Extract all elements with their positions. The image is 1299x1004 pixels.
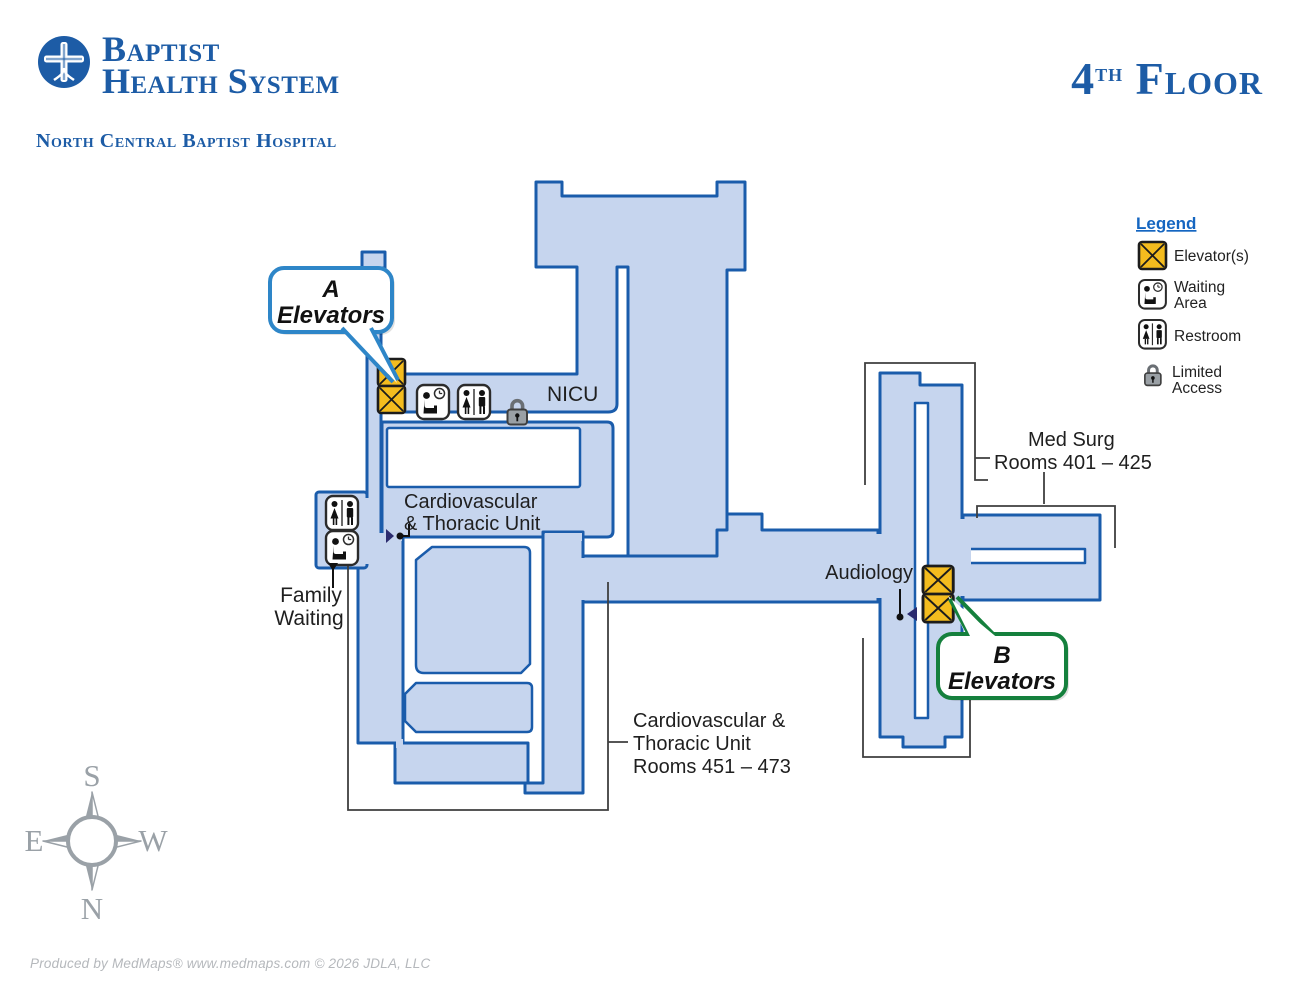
cross-corridor-slot — [913, 401, 930, 720]
legend-restroom-icon — [1137, 318, 1167, 350]
legend-lock-icon — [1143, 364, 1163, 387]
hospital-subtitle: North Central Baptist Hospital — [36, 130, 337, 152]
ring-right-corridor — [523, 530, 585, 795]
floor-suffix: th — [1095, 59, 1124, 88]
legend-elevator-icon — [1137, 240, 1168, 271]
label-family-line1: Family — [280, 584, 342, 607]
middle-horizontal-corridor — [581, 512, 880, 604]
label-family-line2: Waiting — [274, 607, 343, 630]
label-medsurg-line1: Med Surg — [1028, 429, 1115, 451]
label-cardio-line2: & Thoracic Unit — [404, 513, 541, 535]
brand-line2: Health System — [102, 60, 340, 101]
med-surg-upper-boundary — [864, 362, 990, 485]
callout-b-elevators: B Elevators — [936, 595, 1069, 701]
footer-credit: Produced by MedMaps® www.medmaps.com © 2… — [30, 956, 431, 971]
ring-bottom-band — [393, 741, 530, 785]
compass-south: S — [83, 758, 100, 793]
rooms-451-473-boundary — [347, 565, 628, 811]
label-cardio-line1: Cardiovascular — [404, 491, 538, 513]
waiting-area-icon — [415, 383, 451, 421]
inner-room-small — [403, 681, 534, 734]
floor-number: 4 — [1071, 53, 1096, 104]
compass-rose: S N E W — [25, 758, 169, 926]
legend-elevator-label: Elevator(s) — [1174, 248, 1249, 265]
floor-title: 4th Floor — [1071, 52, 1263, 105]
label-rooms-line1: Cardiovascular & — [633, 710, 786, 732]
baptist-logo-icon — [38, 36, 90, 88]
legend-restroom-label: Restroom — [1174, 328, 1241, 345]
brand-line1: Baptist — [102, 29, 220, 69]
legend-limited-label2: Access — [1172, 380, 1222, 397]
inner-room-large — [414, 545, 532, 675]
legend-waiting-label2: Area — [1174, 295, 1207, 312]
legend-waiting-icon — [1137, 278, 1167, 310]
label-rooms-line2: Thoracic Unit — [633, 733, 751, 755]
floor-word: Floor — [1135, 53, 1263, 104]
med-surg-east-boundary — [976, 472, 1116, 548]
label-audiology: Audiology — [825, 562, 913, 584]
restroom-icon — [456, 383, 492, 421]
label-medsurg-line2: Rooms 401 – 425 — [994, 452, 1152, 474]
label-nicu: NICU — [547, 383, 598, 406]
family-restroom-icon — [324, 494, 360, 532]
cardio-entrance-marker — [386, 524, 410, 543]
callout-a-word: Elevators — [277, 302, 385, 329]
compass-north: N — [81, 891, 103, 926]
callout-a-elevators: A Elevators — [268, 266, 400, 384]
family-waiting-pointer — [328, 563, 338, 588]
legend: Legend Elevator(s) Waiting Area Restroom… — [1136, 214, 1249, 397]
brand-header: Baptist Health System — [36, 29, 340, 101]
elevator-b-icon — [921, 564, 955, 624]
cardio-unit-room-cutout — [385, 426, 582, 489]
brand-name: Baptist Health System — [102, 29, 340, 101]
callout-b-letter: B — [993, 642, 1010, 669]
compass-west: W — [138, 823, 168, 858]
family-waiting-icon — [324, 529, 360, 567]
label-rooms-line3: Rooms 451 – 473 — [633, 756, 791, 778]
east-arm-slot — [963, 547, 1087, 565]
audiology-entrance-marker — [896, 589, 917, 621]
callout-b-word: Elevators — [948, 668, 1056, 695]
compass-east: E — [25, 823, 44, 858]
legend-title: Legend — [1136, 214, 1196, 233]
legend-waiting-label1: Waiting — [1174, 279, 1225, 296]
legend-limited-label1: Limited — [1172, 364, 1222, 381]
callout-a-letter: A — [321, 276, 339, 303]
